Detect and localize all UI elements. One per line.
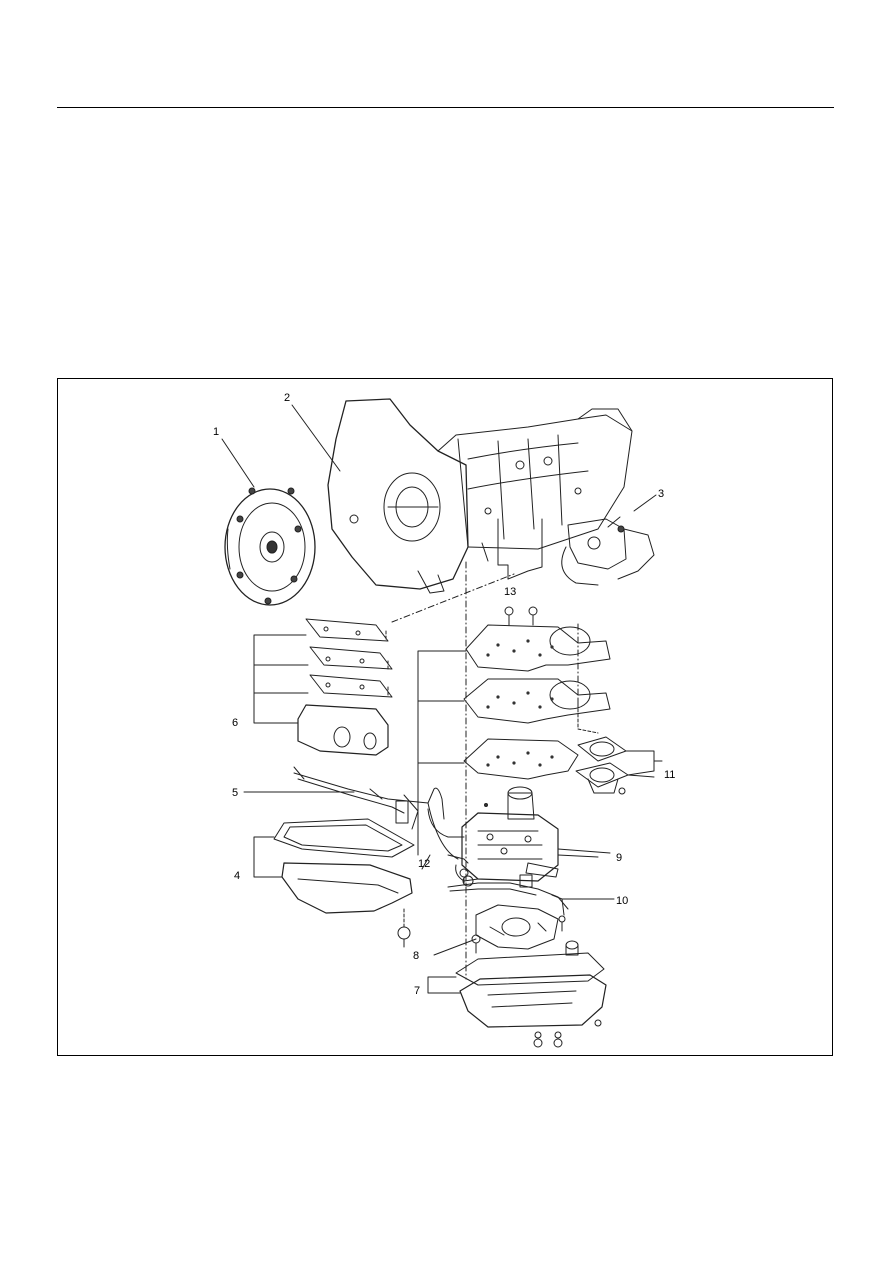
transmission-case <box>327 398 633 594</box>
callout-6: 6 <box>232 717 239 729</box>
wiring-harness <box>243 766 459 860</box>
callout-5: 5 <box>232 787 239 799</box>
callout-1: 1 <box>213 426 220 438</box>
callout-2: 2 <box>284 392 291 404</box>
exploded-view-figure: 1 2 3 13 6 5 4 12 9 10 11 8 7 <box>57 378 833 1056</box>
oil-pan-bottom <box>427 940 607 1048</box>
oil-filter-screen <box>433 904 559 956</box>
main-valve-body <box>461 786 611 882</box>
callout-3: 3 <box>658 488 665 500</box>
callout-9: 9 <box>616 852 623 864</box>
callout-12: 12 <box>418 858 431 870</box>
top-bolts <box>504 606 538 626</box>
header-rule <box>57 107 834 108</box>
callout-7: 7 <box>414 985 421 997</box>
callout-13-leaders <box>497 518 543 580</box>
solenoid-wiring <box>447 868 609 932</box>
callout-11: 11 <box>664 769 676 781</box>
valve-body-plates <box>417 624 611 856</box>
callout-10: 10 <box>616 895 629 907</box>
leader-lines <box>221 404 657 900</box>
filter-covers <box>575 698 663 795</box>
accumulator-plates <box>253 618 393 756</box>
oil-pan-left <box>253 818 415 948</box>
valve-body-harness <box>427 808 479 887</box>
torque-converter <box>224 487 316 606</box>
callout-8: 8 <box>413 950 420 962</box>
alignment-lines <box>391 561 579 980</box>
callout-4: 4 <box>234 870 241 882</box>
transmission-exploded-diagram <box>221 398 663 1048</box>
callout-13: 13 <box>504 586 517 598</box>
mount-bracket <box>561 516 655 586</box>
